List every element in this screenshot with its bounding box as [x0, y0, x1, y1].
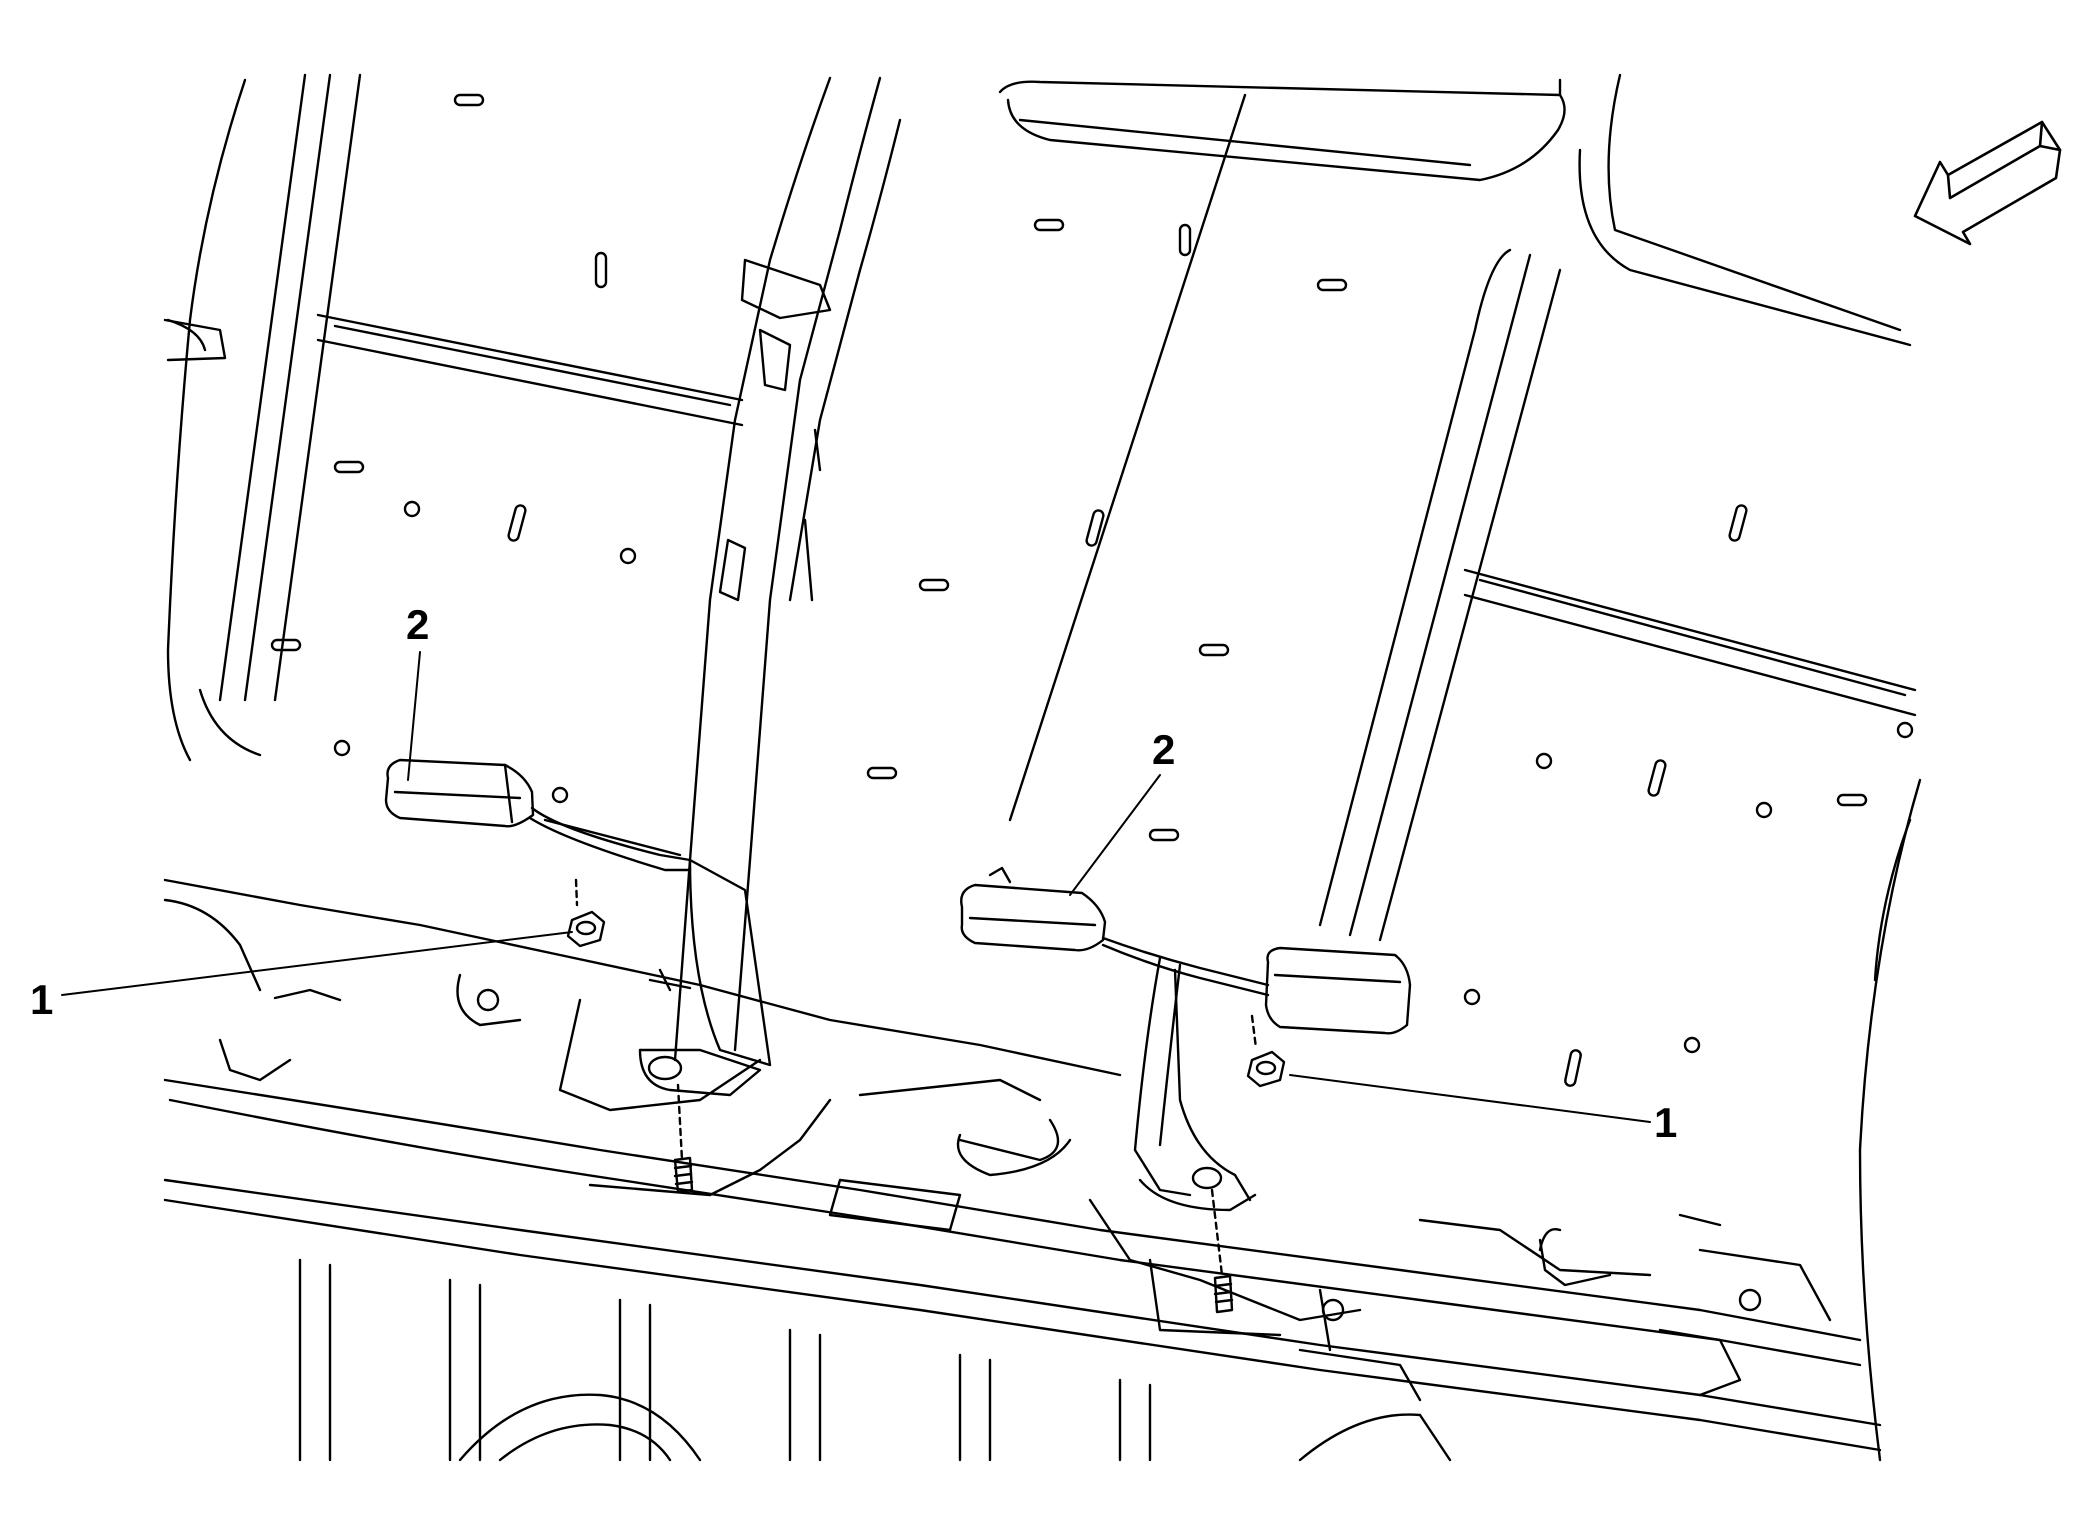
callout-label-nut-right: 1	[1654, 1099, 1678, 1146]
left-nut	[566, 878, 606, 948]
callout-label-nut-left: 1	[30, 976, 54, 1023]
front-arrow-icon	[1913, 120, 2062, 246]
right-stud	[1210, 1188, 1234, 1314]
floor-pan	[163, 878, 1882, 1462]
callout-leaders	[61, 651, 1651, 1123]
right-nut	[1246, 1014, 1286, 1088]
left-stud	[673, 1083, 694, 1194]
left-seat-frame	[163, 73, 744, 804]
callout-label-buckle-right: 2	[1152, 726, 1176, 773]
callout-label-buckle-left: 2	[406, 601, 430, 648]
left-seat-belt-buckle	[384, 758, 692, 872]
center-belt-anchor	[638, 76, 902, 1097]
right-seat-belt-buckles	[960, 866, 1412, 1212]
right-seat-frame	[866, 73, 1922, 1462]
